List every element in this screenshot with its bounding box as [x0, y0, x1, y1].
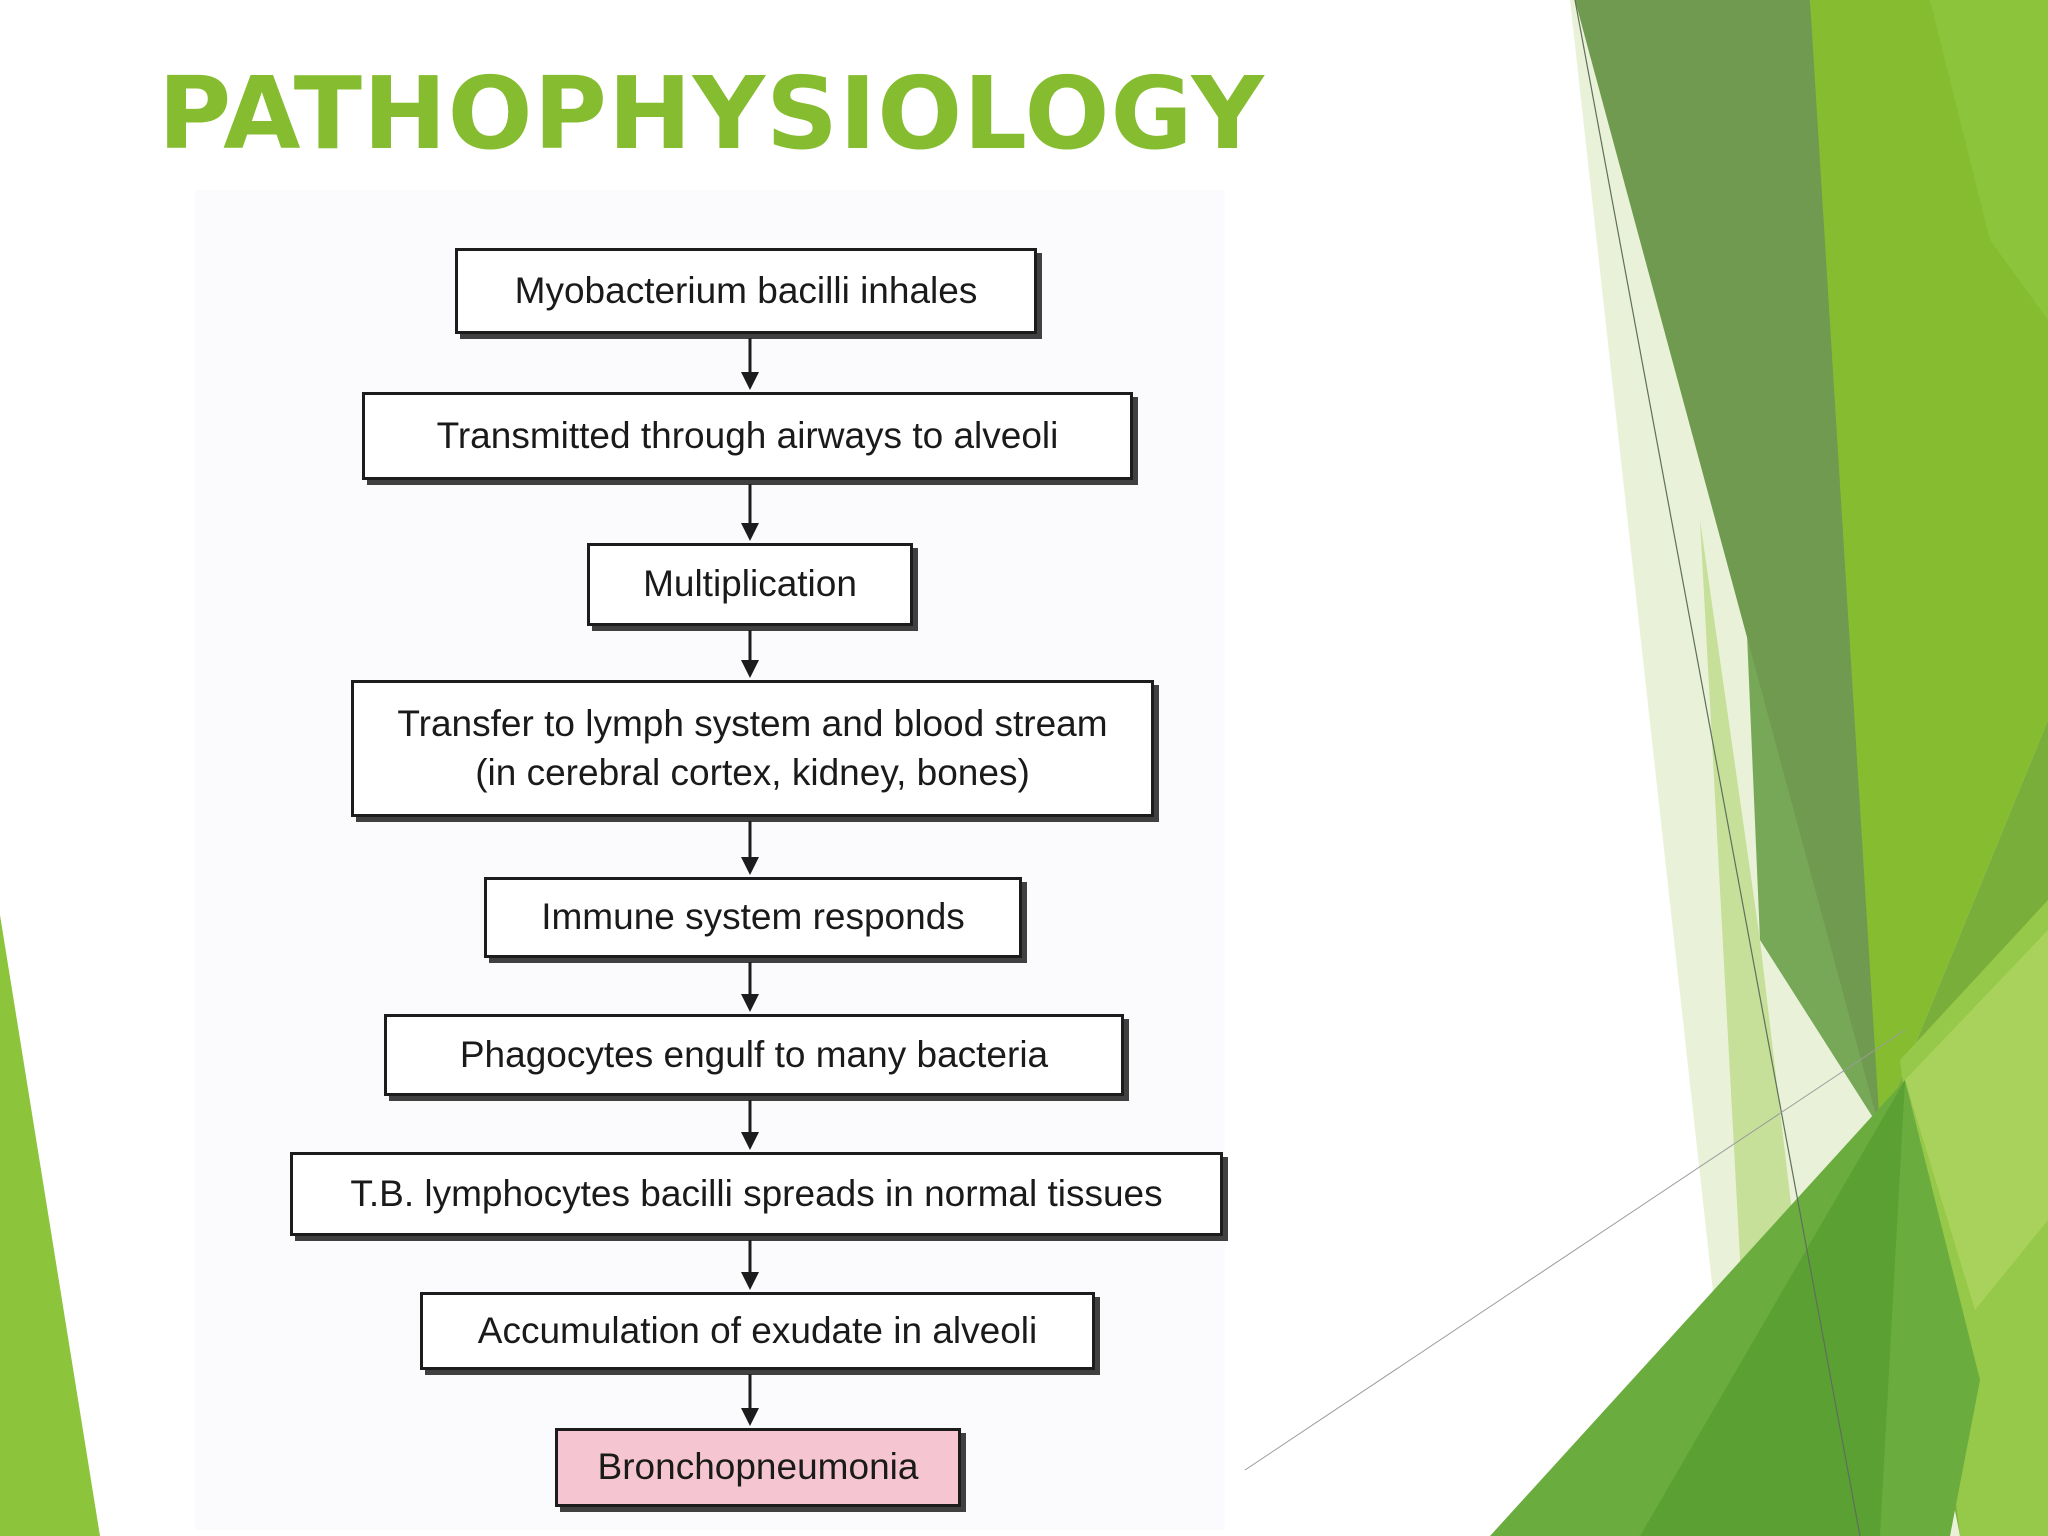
step-text: Phagocytes engulf to many bacteria — [459, 1033, 1049, 1075]
step-text: T.B. lymphocytes bacilli spreads in norm… — [350, 1172, 1163, 1214]
step-text: Transmitted through airways to alveoli — [436, 414, 1059, 456]
step-text-line-2: (in cerebral cortex, kidney, bones) — [475, 751, 1030, 793]
step-box-5: Immune system responds — [484, 877, 1022, 958]
step-box-1: Myobacterium bacilli inhales — [455, 248, 1037, 334]
step-text: Myobacterium bacilli inhales — [514, 269, 978, 311]
step-box-7: T.B. lymphocytes bacilli spreads in norm… — [290, 1152, 1223, 1236]
step-text-line-1: Transfer to lymph system and blood strea… — [397, 703, 1108, 745]
step-box-4: Transfer to lymph system and blood strea… — [351, 680, 1154, 817]
step-text: Multiplication — [643, 563, 857, 605]
step-text: Accumulation of exudate in alveoli — [477, 1309, 1038, 1351]
step-text: Bronchopneumonia — [597, 1446, 919, 1488]
step-text: Immune system responds — [541, 896, 965, 938]
step-box-2: Transmitted through airways to alveoli — [362, 392, 1133, 480]
step-box-3: Multiplication — [587, 543, 913, 626]
step-box-9-result: Bronchopneumonia — [555, 1428, 961, 1507]
step-box-8: Accumulation of exudate in alveoli — [420, 1292, 1095, 1370]
step-box-6: Phagocytes engulf to many bacteria — [384, 1014, 1124, 1096]
page-title: PATHOPHYSIOLOGY — [158, 55, 1265, 172]
